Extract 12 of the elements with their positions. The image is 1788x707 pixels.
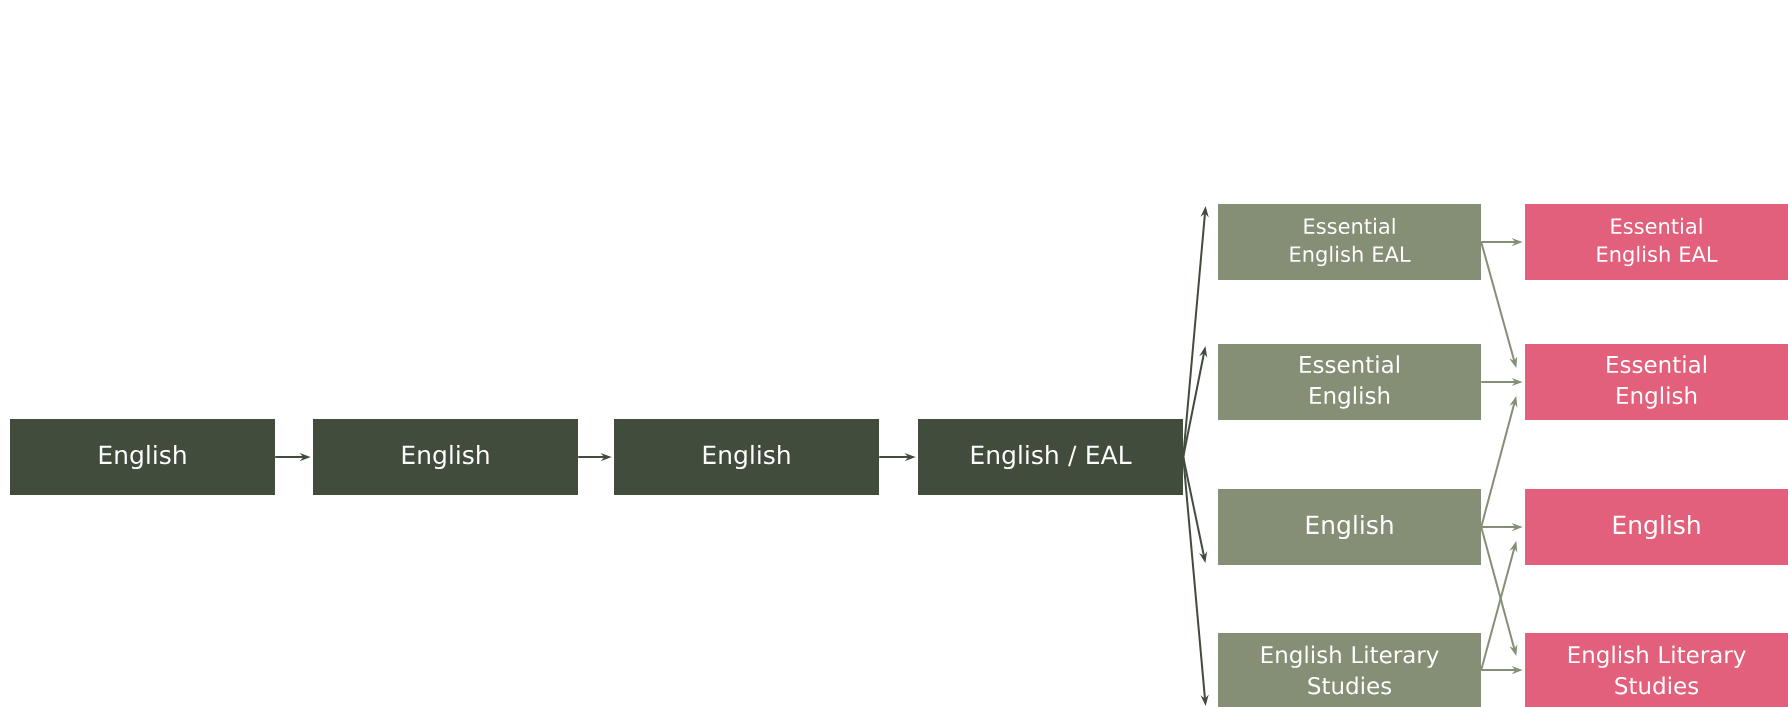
course-box: English (10, 419, 275, 495)
course-box: English (1218, 489, 1481, 565)
course-box: Essential English EAL (1218, 204, 1481, 280)
course-box: English Literary Studies (1525, 633, 1788, 707)
course-box: English (313, 419, 578, 495)
course-box: Essential English (1218, 344, 1481, 420)
course-box: English / EAL (918, 419, 1183, 495)
course-box: Essential English (1525, 344, 1788, 420)
course-box: English (614, 419, 879, 495)
course-box: Essential English EAL (1525, 204, 1788, 280)
course-box: English Literary Studies (1218, 633, 1481, 707)
course-box: English (1525, 489, 1788, 565)
